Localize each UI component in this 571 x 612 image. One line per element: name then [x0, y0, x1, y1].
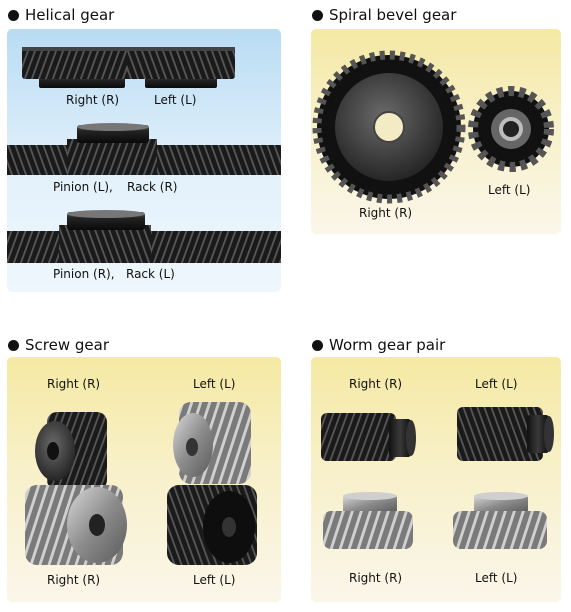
helical-gear-panel: Right (R) Left (L) Pinion (L), Rack (R) … — [7, 29, 281, 292]
bullet-icon — [312, 9, 323, 21]
screw-gear-illustration — [25, 402, 257, 565]
worm-gear-heading: Worm gear pair — [312, 336, 445, 354]
worm-wheel-right-image — [323, 492, 413, 549]
spiral-bevel-illustration — [312, 50, 554, 204]
helical-left-caption: Left (L) — [154, 93, 197, 107]
helical-right-caption: Right (R) — [66, 93, 120, 107]
rack-r-caption: Rack (R) — [127, 180, 178, 194]
pinion-rack-image-1 — [7, 123, 281, 175]
spiral-bevel-left-caption: Left (L) — [488, 183, 531, 197]
helical-gear-illustration — [7, 47, 281, 263]
helical-gear-title: Helical gear — [25, 6, 115, 24]
screw-gear-panel: Right (R) Left (L) Right (R) Left (L) — [7, 357, 281, 602]
spiral-bevel-heading: Spiral bevel gear — [312, 6, 456, 24]
spiral-bevel-right-caption: Right (R) — [359, 206, 413, 220]
worm-top-right-caption: Right (R) — [349, 377, 403, 391]
bullet-icon — [8, 9, 19, 21]
worm-bottom-right-caption: Right (R) — [349, 571, 403, 585]
worm-gear-illustration — [321, 407, 554, 549]
rack-l-caption: Rack (L) — [126, 267, 175, 281]
helical-gear-heading: Helical gear — [8, 6, 114, 24]
helical-gear-left-image — [127, 47, 235, 88]
worm-wheel-left-image — [453, 492, 547, 549]
worm-gear-title: Worm gear pair — [329, 336, 446, 354]
screw-bottom-left-caption: Left (L) — [193, 573, 236, 587]
spiral-bevel-panel: Right (R) Left (L) — [311, 29, 561, 234]
screw-gear-left-image — [167, 402, 257, 565]
bullet-icon — [312, 339, 323, 351]
screw-gear-right-image — [25, 412, 127, 565]
worm-right-image — [321, 413, 416, 461]
spiral-bevel-title: Spiral bevel gear — [329, 6, 457, 24]
screw-gear-title: Screw gear — [25, 336, 109, 354]
screw-top-right-caption: Right (R) — [47, 377, 101, 391]
pinion-r-caption: Pinion (R), — [53, 267, 115, 281]
screw-top-left-caption: Left (L) — [193, 377, 236, 391]
pinion-l-caption: Pinion (L), — [53, 180, 113, 194]
spiral-bevel-left-image — [468, 86, 554, 172]
worm-top-left-caption: Left (L) — [475, 377, 518, 391]
bullet-icon — [8, 339, 19, 351]
screw-bottom-right-caption: Right (R) — [47, 573, 101, 587]
helical-gear-right-image — [22, 47, 140, 88]
spiral-bevel-right-image — [312, 50, 466, 204]
worm-bottom-left-caption: Left (L) — [475, 571, 518, 585]
worm-left-image — [457, 407, 554, 461]
screw-gear-heading: Screw gear — [8, 336, 109, 354]
worm-gear-panel: Right (R) Left (L) Right (R) Left (L) — [311, 357, 561, 602]
pinion-rack-image-2 — [7, 210, 281, 263]
